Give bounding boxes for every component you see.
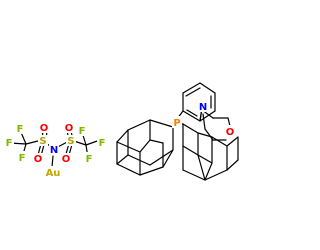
- oxygen-label: O: [40, 123, 49, 134]
- fluorine-label: F: [17, 124, 24, 135]
- fluorine-label: F: [99, 138, 106, 149]
- nitrogen-label: N: [199, 102, 207, 113]
- sulfur-label: S: [67, 136, 74, 147]
- fluorine-label: F: [79, 126, 86, 137]
- oxygen-label: O: [34, 154, 43, 165]
- fluorine-label: F: [6, 138, 13, 149]
- oxygen-label: O: [226, 127, 235, 138]
- ligand-labels: P N O: [172, 100, 236, 138]
- structure-canvas: F F F O S O N O S O F F F: [4, 82, 239, 181]
- right-adamantyl-cage: [179, 123, 239, 181]
- fluorine-label: F: [86, 154, 93, 165]
- nitrogen-label: N: [50, 145, 58, 156]
- phosphorus-label: P: [173, 118, 180, 129]
- triflimide-gold-fragment: F F F O S O N O S O F F F: [4, 122, 107, 179]
- left-adamantyl-cage: [116, 119, 178, 176]
- sulfur-label: S: [39, 136, 46, 147]
- triflimide-labels: F F F O S O N O S O F F F: [4, 122, 107, 179]
- phosphine-ligand: P N O: [116, 82, 239, 181]
- gold-label: Au: [46, 168, 61, 179]
- benzene-ring: [182, 82, 216, 122]
- chemical-structure-diagram: F F F O S O N O S O F F F: [4, 82, 239, 181]
- oxygen-label: O: [62, 154, 71, 165]
- fluorine-label: F: [19, 153, 26, 164]
- oxygen-label: O: [65, 123, 74, 134]
